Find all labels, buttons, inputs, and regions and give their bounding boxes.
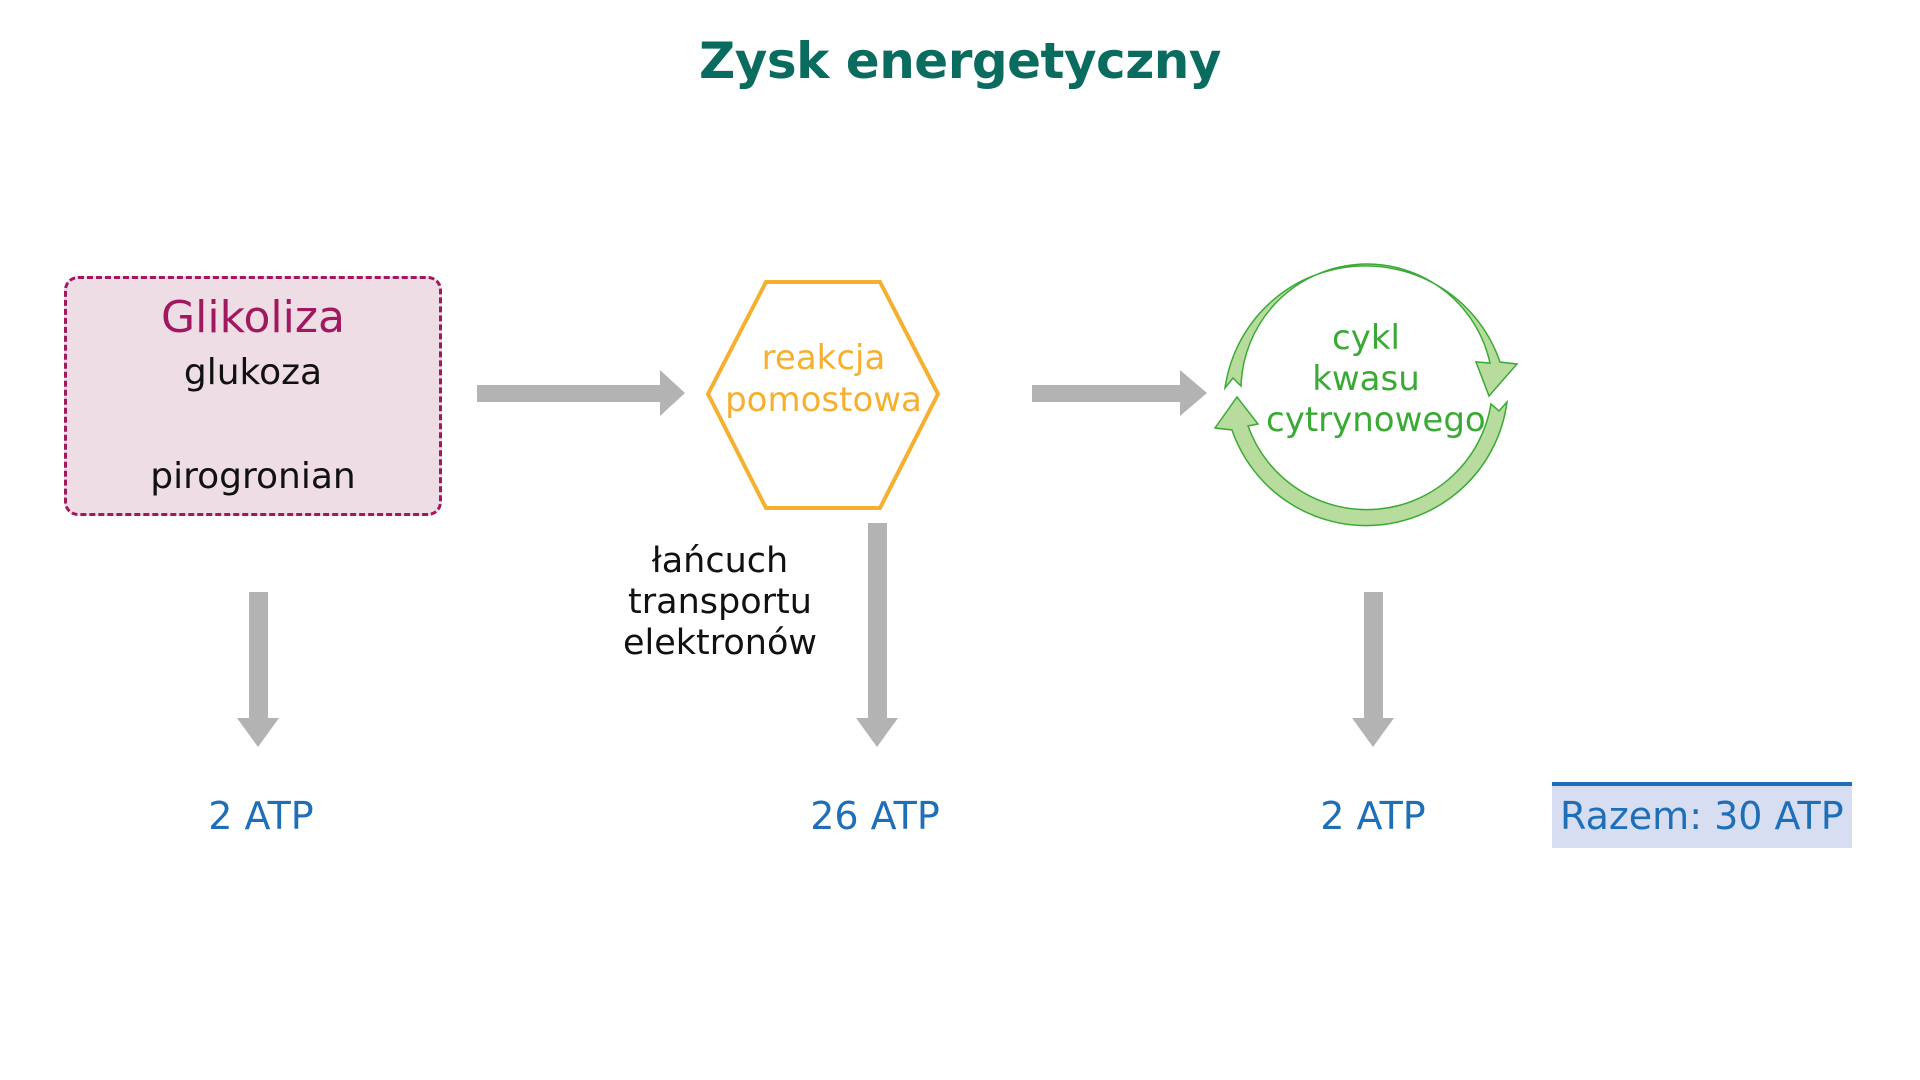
arrow-link-to-krebs — [1032, 370, 1207, 416]
page-title: Zysk energetyczny — [699, 32, 1221, 90]
total-atp-badge: Razem: 30 ATP — [1552, 782, 1852, 848]
arrow-glycolysis-yield — [237, 592, 279, 747]
krebs-label-line3: cytrynowego — [1266, 400, 1486, 440]
krebs-label-line1: cykl — [1332, 318, 1400, 358]
glycolysis-substrate: glukoza — [183, 352, 323, 393]
link-reaction-hexagon — [705, 280, 941, 510]
etc-label: łańcuch transportu elektronów — [590, 541, 850, 664]
link-reaction-label-line2: pomostowa — [725, 380, 922, 420]
link-reaction-label-line1: reakcja — [761, 338, 886, 378]
arrow-glycolysis-to-link — [477, 370, 685, 416]
krebs-atp-yield: 2 ATP — [1320, 794, 1426, 838]
krebs-cycle-label: cykl kwasu cytrynowego — [1266, 318, 1486, 441]
etc-label-line1: łańcuch — [651, 541, 789, 581]
glycolysis-atp-yield: 2 ATP — [208, 794, 314, 838]
etc-atp-yield: 26 ATP — [810, 794, 940, 838]
arrow-etc-yield — [856, 523, 898, 747]
glycolysis-product: pirogronian — [150, 456, 356, 497]
etc-label-line3: elektronów — [622, 623, 818, 663]
krebs-cycle-arrows-icon — [1213, 263, 1519, 527]
glycolysis-box — [64, 276, 442, 516]
arrow-krebs-yield — [1352, 592, 1394, 747]
krebs-label-line2: kwasu — [1312, 359, 1420, 399]
glycolysis-title: Glikoliza — [161, 292, 345, 343]
etc-label-line2: transportu — [628, 582, 812, 622]
